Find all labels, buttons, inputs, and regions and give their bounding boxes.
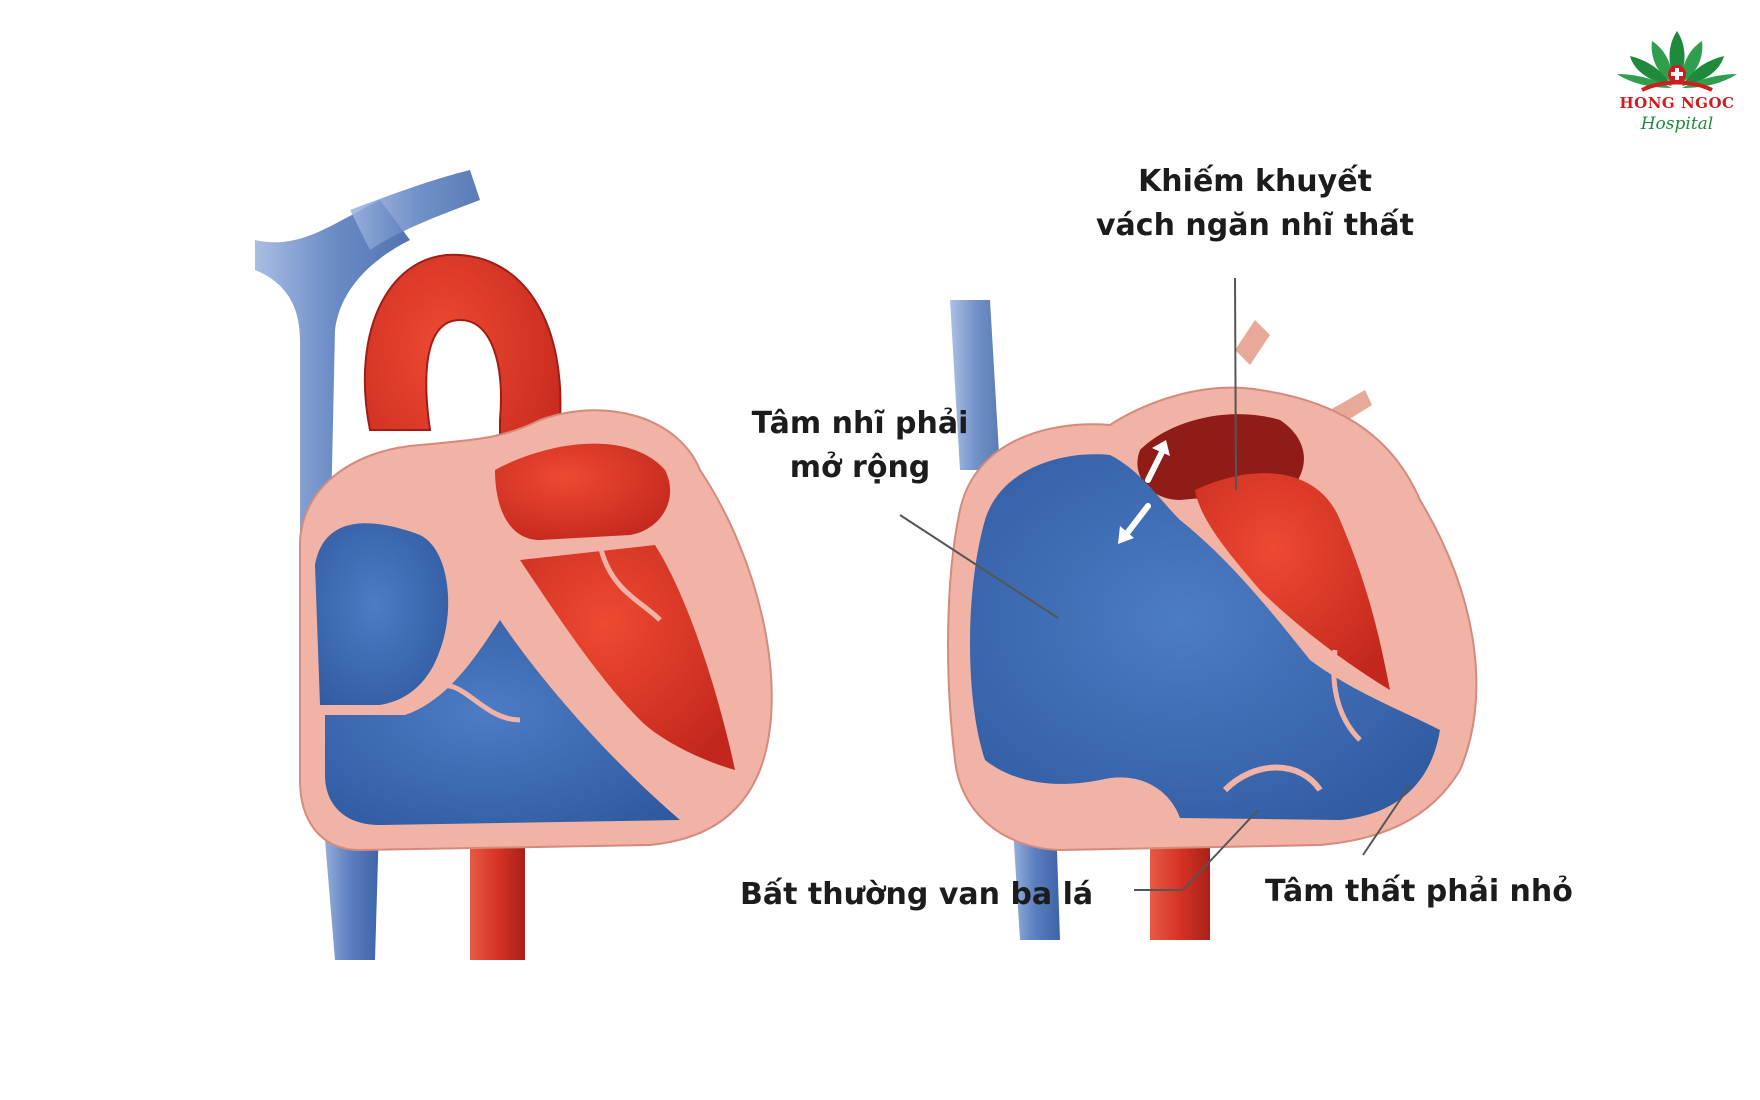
shunt-arrow-down-head bbox=[1118, 526, 1134, 544]
normal-heart bbox=[255, 170, 773, 960]
logo-subtitle: Hospital bbox=[1640, 114, 1714, 134]
label-enlarged-right-atrium-line1: Tâm nhĩ phải bbox=[751, 406, 969, 441]
lotus-icon bbox=[1617, 31, 1737, 92]
right-vena-cava bbox=[950, 300, 1000, 470]
normal-valve-leaflet-2 bbox=[597, 544, 662, 622]
label-septal-defect: Khiếm khuyết vách ngăn nhĩ thất bbox=[1085, 160, 1425, 248]
pulmonary-vessel-top bbox=[350, 170, 480, 250]
normal-left-ventricle bbox=[520, 545, 735, 770]
logo-name: HONG NGOC bbox=[1619, 94, 1735, 112]
ebstein-right-atrium bbox=[970, 454, 1440, 820]
ebstein-left-ventricle bbox=[1195, 473, 1390, 690]
hospital-logo: HONG NGOC Hospital bbox=[1612, 26, 1742, 146]
normal-right-atrium bbox=[315, 523, 449, 705]
label-septal-defect-line2: vách ngăn nhĩ thất bbox=[1096, 208, 1414, 243]
leader-ventricle bbox=[1362, 784, 1411, 856]
leader-valve bbox=[1134, 809, 1259, 891]
ebstein-septum-chord bbox=[1331, 649, 1362, 742]
leader-defect bbox=[1234, 277, 1237, 491]
label-enlarged-right-atrium-line2: mở rộng bbox=[789, 450, 931, 485]
normal-right-ventricle bbox=[325, 620, 680, 825]
shunt-arrow-up bbox=[1145, 449, 1165, 483]
normal-left-atrium bbox=[495, 443, 671, 540]
normal-valve-leaflet bbox=[428, 682, 521, 723]
label-enlarged-right-atrium: Tâm nhĩ phải mở rộng bbox=[725, 402, 995, 490]
leader-lines bbox=[899, 277, 1411, 891]
right-pulmonary-stub-1 bbox=[1235, 320, 1270, 365]
descending-aorta bbox=[470, 820, 525, 960]
label-small-right-ventricle: Tâm thất phải nhỏ bbox=[1265, 874, 1573, 909]
ebstein-tricuspid-leaflet bbox=[1222, 764, 1323, 793]
ebstein-heart bbox=[947, 300, 1478, 940]
label-tricuspid-abnormality: Bất thường van ba lá bbox=[740, 877, 1094, 912]
leader-atrium bbox=[899, 514, 1059, 619]
shunt-arrow-down bbox=[1125, 503, 1151, 535]
shunt-arrow-up-head bbox=[1152, 440, 1170, 456]
vena-cava bbox=[255, 200, 410, 560]
label-septal-defect-line1: Khiếm khuyết bbox=[1138, 164, 1372, 199]
